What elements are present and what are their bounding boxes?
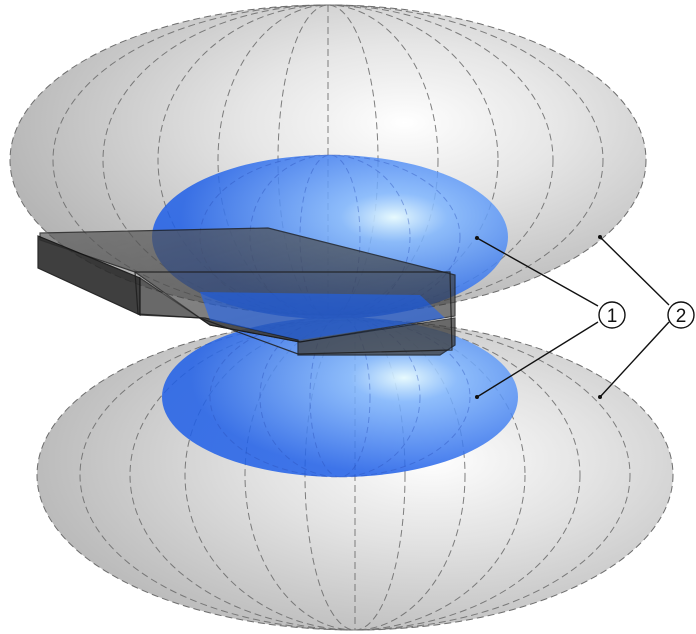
callout-2: 2 — [668, 302, 694, 328]
leader-2-upper — [600, 237, 669, 305]
callout-1: 1 — [599, 302, 625, 328]
callout-1-label: 1 — [607, 306, 618, 327]
callout-2-label: 2 — [676, 306, 687, 327]
leader-2-lower — [600, 322, 669, 397]
